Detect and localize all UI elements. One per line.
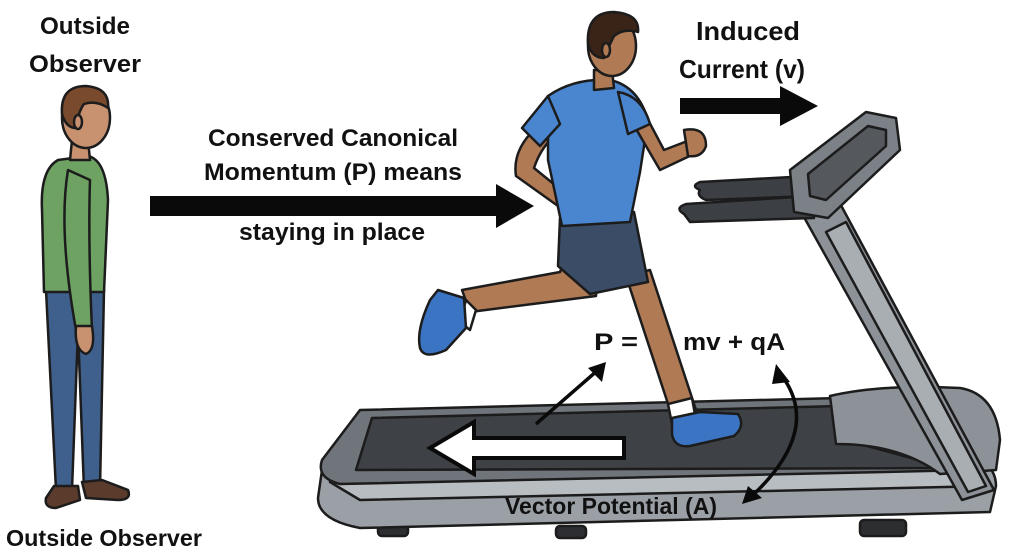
equation-lhs: P =	[594, 329, 638, 356]
momentum-label-line2: Momentum (P) means	[204, 159, 462, 186]
equation-rhs: mv + qA	[683, 329, 785, 356]
observer-label-top-line2: Observer	[29, 51, 141, 78]
current-arrow	[680, 86, 818, 126]
curve-arrow-head-top	[772, 364, 790, 384]
observer-label-bottom: Outside Observer	[6, 525, 202, 551]
momentum-label-line3: staying in place	[239, 219, 425, 246]
current-label-line1: Induced	[696, 16, 800, 46]
outside-observer-figure	[42, 86, 129, 508]
vector-potential-label: Vector Potential (A)	[505, 493, 717, 519]
momentum-label-line1: Conserved Canonical	[208, 125, 458, 152]
current-label-line2: Current (v)	[679, 54, 805, 84]
observer-label-top-line1: Outside	[40, 13, 130, 40]
